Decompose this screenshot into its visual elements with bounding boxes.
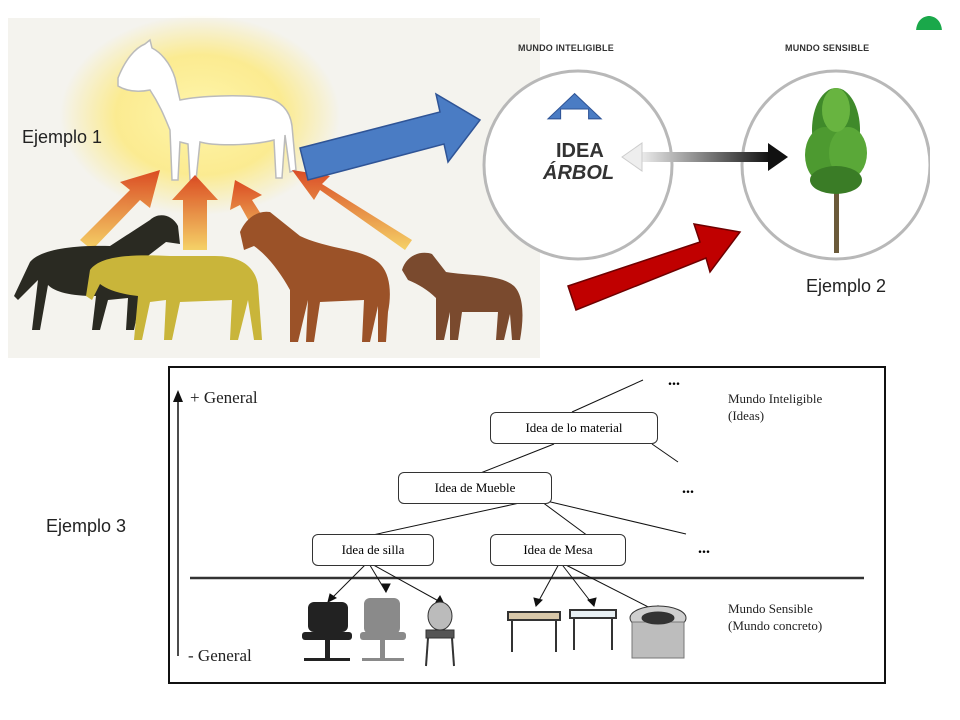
office-chair-icon [302,602,352,661]
node-mueble: Idea de Mueble [398,472,552,504]
blue-arrow [299,92,482,181]
white-table-icon [569,609,617,650]
double-arrow-icon [621,142,788,172]
bottom-axis-label: - General [188,646,252,665]
intelligible-world-circle [482,69,674,261]
green-corner-icon [916,16,942,36]
example1-label: Ejemplo 1 [22,127,103,147]
yellow-horse-icon [86,255,262,340]
intelligible-world-title: MUNDO INTELIGIBLE [518,43,614,53]
tree-icon [805,88,867,253]
intelligible-world-line2: (Ideas) [728,408,765,423]
small-brown-horse-icon [402,252,523,340]
tree-idea-label: ÁRBOL [543,162,615,184]
ellipsis-top: ... [668,372,680,389]
up-arrow-icon [546,92,603,120]
ellipsis-middle: ... [682,480,694,497]
horses-illustration [14,15,523,342]
ellipsis-bottom: ... [698,540,710,557]
idea-label: IDEA [556,140,604,162]
sensible-world-title: MUNDO SENSIBLE [785,43,870,53]
node-silla: Idea de silla [312,534,434,566]
round-table-icon [629,605,687,659]
worlds-circles [482,69,930,261]
top-axis-label: + General [190,388,258,407]
sensible-world-line2: (Mundo concreto) [728,618,823,633]
brown-horse-icon [240,211,390,342]
wooden-table-icon [507,611,561,652]
ideal-horse-icon [117,38,297,181]
example3-label: Ejemplo 3 [46,516,127,536]
node-material-label: Idea de lo material [525,420,623,435]
intelligible-world-line1: Mundo Inteligible [728,391,823,406]
grey-chair-icon [360,598,406,661]
sensible-world-line1: Mundo Sensible [728,601,813,616]
node-mesa: Idea de Mesa [490,534,626,566]
node-material: Idea de lo material [490,412,658,444]
node-mesa-label: Idea de Mesa [523,542,593,557]
hierarchy-lines [173,379,864,667]
node-mueble-label: Idea de Mueble [434,480,516,495]
wooden-chair-icon [425,601,455,667]
node-silla-label: Idea de silla [341,542,405,557]
example2-label: Ejemplo 2 [806,276,887,296]
red-arrow [567,223,742,311]
intelligible-world-label: Mundo Inteligible (Ideas) [728,390,822,424]
sensible-world-label: Mundo Sensible (Mundo concreto) [728,600,822,634]
